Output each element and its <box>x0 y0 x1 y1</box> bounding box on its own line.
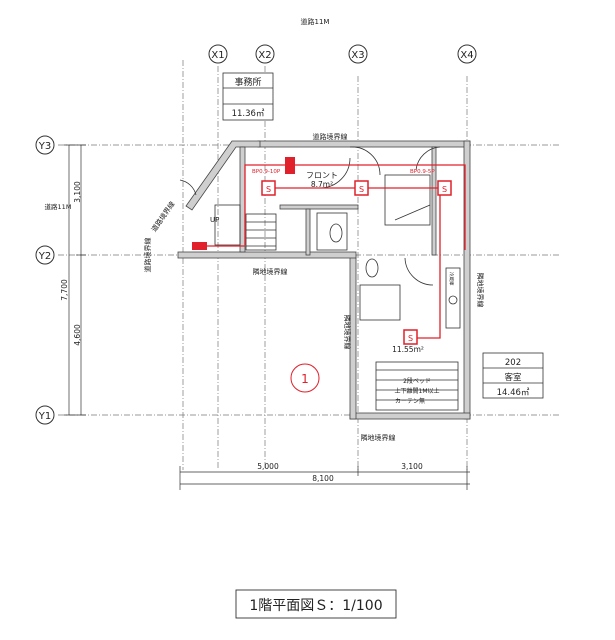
neighbor-boundary-label-y2: 隣地境界線 <box>253 267 288 276</box>
fridge-label: 冷蔵庫 <box>448 272 455 286</box>
svg-text:X1: X1 <box>211 50 224 61</box>
svg-text:X2: X2 <box>258 50 271 61</box>
grid-marker-y2: Y2 <box>35 245 55 265</box>
svg-text:客室: 客室 <box>504 372 522 383</box>
svg-text:Y1: Y1 <box>38 411 51 422</box>
road-label-left: 道路11M <box>45 202 72 211</box>
svg-text:S: S <box>442 185 447 194</box>
smoke-detector-icon: S <box>261 180 276 196</box>
left-dimensions: 3,100 7,700 4,600 道路11M <box>45 144 86 416</box>
road-boundary-label-diagonal: 道路境界線 <box>149 200 176 234</box>
road-label-top: 道路11M <box>301 17 330 26</box>
svg-text:X4: X4 <box>460 50 473 61</box>
svg-text:Y3: Y3 <box>38 141 51 152</box>
front-area: 8.7m² <box>311 180 333 189</box>
svg-text:202: 202 <box>505 358 521 368</box>
grid-lines <box>58 60 560 470</box>
bed-note-1: 2段ベッド <box>403 377 431 385</box>
grid-marker-x3: X3 <box>348 44 368 64</box>
office-label-box: 事務所 11.36㎡ <box>222 72 274 121</box>
road-boundary-label-top: 道路境界線 <box>313 132 348 141</box>
neighbor-boundary-label-bottom: 隣地境界線 <box>361 433 396 442</box>
svg-text:S: S <box>359 185 364 194</box>
road-boundary-label-left: 道路境界線 <box>143 238 152 273</box>
grid-marker-x4: X4 <box>457 44 477 64</box>
bed-note-2: 上下離間1M以上 <box>395 387 440 395</box>
svg-text:S: S <box>408 334 413 343</box>
svg-text:5,000: 5,000 <box>257 462 279 471</box>
bottom-dimensions: 5,000 3,100 8,100 <box>179 462 470 490</box>
svg-text:3,100: 3,100 <box>73 181 82 203</box>
svg-text:BP0.9-5P: BP0.9-5P <box>410 169 435 175</box>
svg-text:4,600: 4,600 <box>73 324 82 346</box>
room-202-label-box: 202 客室 14.46㎡ <box>482 352 544 399</box>
svg-text:14.46㎡: 14.46㎡ <box>497 388 530 398</box>
control-panel-icon <box>285 157 295 174</box>
neighbor-boundary-label-inner: 隣地境界線 <box>343 315 352 350</box>
grid-marker-y1: Y1 <box>35 405 55 425</box>
smoke-detector-icon: S <box>403 329 418 345</box>
svg-text:7,700: 7,700 <box>60 279 69 301</box>
svg-text:11.36㎡: 11.36㎡ <box>232 109 265 119</box>
drawing-title: 1階平面図Ｓ：1/100 <box>249 598 382 614</box>
drawing-title-box: 1階平面図Ｓ：1/100 <box>235 589 397 619</box>
svg-text:BP0.9-10P: BP0.9-10P <box>252 169 281 175</box>
front-label: フロント <box>306 171 338 180</box>
svg-text:8,100: 8,100 <box>312 474 334 483</box>
smoke-detector-icon: S <box>354 180 369 196</box>
grid-marker-x2: X2 <box>255 44 275 64</box>
neighbor-boundary-label-right: 隣地境界線 <box>476 273 485 308</box>
room-area: 11.55m² <box>392 345 424 354</box>
stairs-up-label: UP <box>210 216 219 224</box>
svg-text:事務所: 事務所 <box>234 76 261 88</box>
walls <box>177 140 471 420</box>
svg-text:X3: X3 <box>351 50 364 61</box>
svg-text:3,100: 3,100 <box>401 462 423 471</box>
smoke-detector-icon: S <box>437 180 452 196</box>
svg-text:Y2: Y2 <box>38 251 51 262</box>
svg-text:S: S <box>266 185 271 194</box>
bed-note-3: カーテン無 <box>395 397 425 405</box>
receiver-icon <box>192 242 207 250</box>
svg-text:1: 1 <box>301 372 309 386</box>
grid-marker-x1: X1 <box>208 44 228 64</box>
grid-marker-y3: Y3 <box>35 135 55 155</box>
section-number-marker: 1 <box>290 363 320 393</box>
